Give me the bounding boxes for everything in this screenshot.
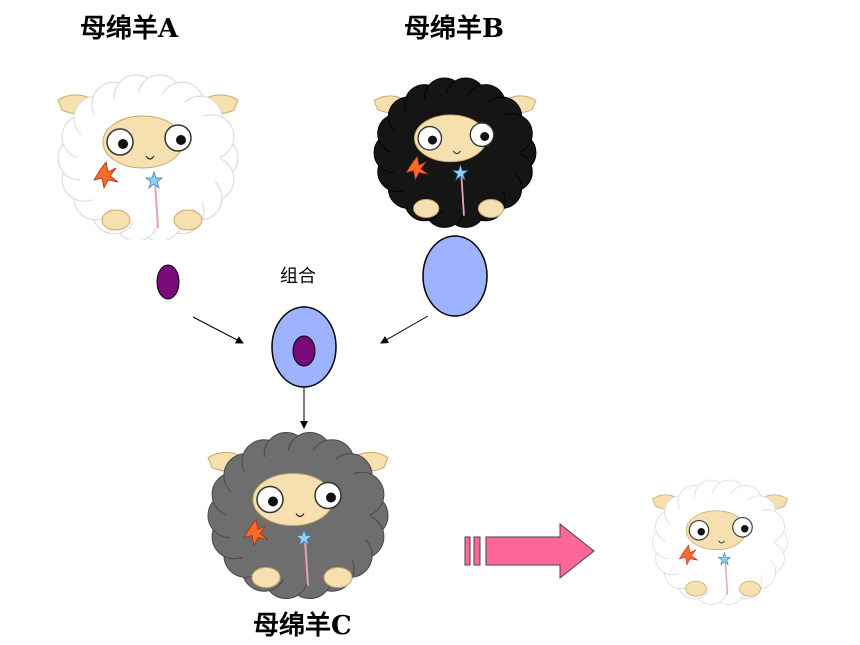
combine-label: 组合 bbox=[280, 266, 316, 287]
white-sheep-a-image bbox=[57, 74, 239, 240]
pink-arrow-icon bbox=[464, 522, 595, 580]
egg-cell-b-icon bbox=[422, 235, 488, 317]
nucleus-a-icon bbox=[156, 264, 180, 300]
arrow-a-to-combined bbox=[192, 316, 244, 344]
combined-nucleus-icon bbox=[292, 335, 316, 367]
sheep-b-label: 母绵羊B bbox=[404, 14, 504, 44]
sheep-a-label: 母绵羊A bbox=[80, 14, 179, 44]
white-sheep-offspring-image bbox=[652, 479, 788, 605]
arrow-b-to-combined bbox=[380, 315, 429, 344]
gray-sheep-c-image bbox=[207, 431, 389, 600]
black-sheep-b-image bbox=[373, 77, 537, 228]
sheep-c-label: 母绵羊C bbox=[253, 611, 352, 641]
